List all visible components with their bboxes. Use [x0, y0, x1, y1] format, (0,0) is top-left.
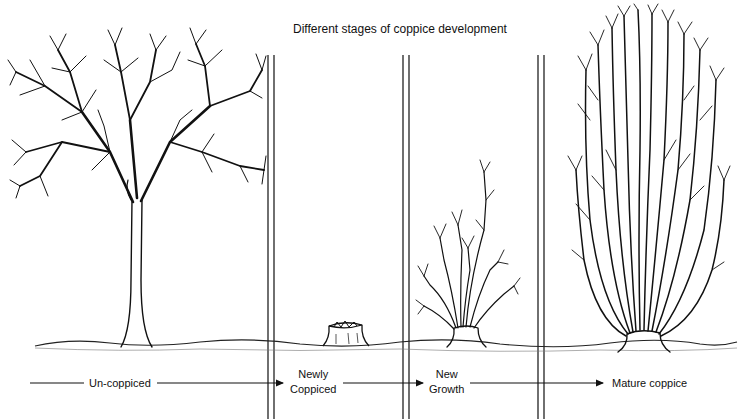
stage-label: Mature coppice	[610, 376, 689, 391]
uncoppiced-tree	[8, 28, 266, 347]
new-growth-stool	[416, 160, 520, 347]
stage-label: Newly Coppiced	[288, 367, 338, 397]
diagram-title: Different stages of coppice development	[291, 21, 509, 37]
coppice-stump	[323, 321, 369, 346]
stage-label: New Growth	[427, 367, 466, 397]
ground-shade	[35, 348, 737, 351]
stage-label: Un-coppiced	[87, 376, 153, 391]
mature-coppice	[568, 4, 730, 352]
panel-divider	[268, 55, 544, 419]
ground-line	[35, 340, 737, 347]
